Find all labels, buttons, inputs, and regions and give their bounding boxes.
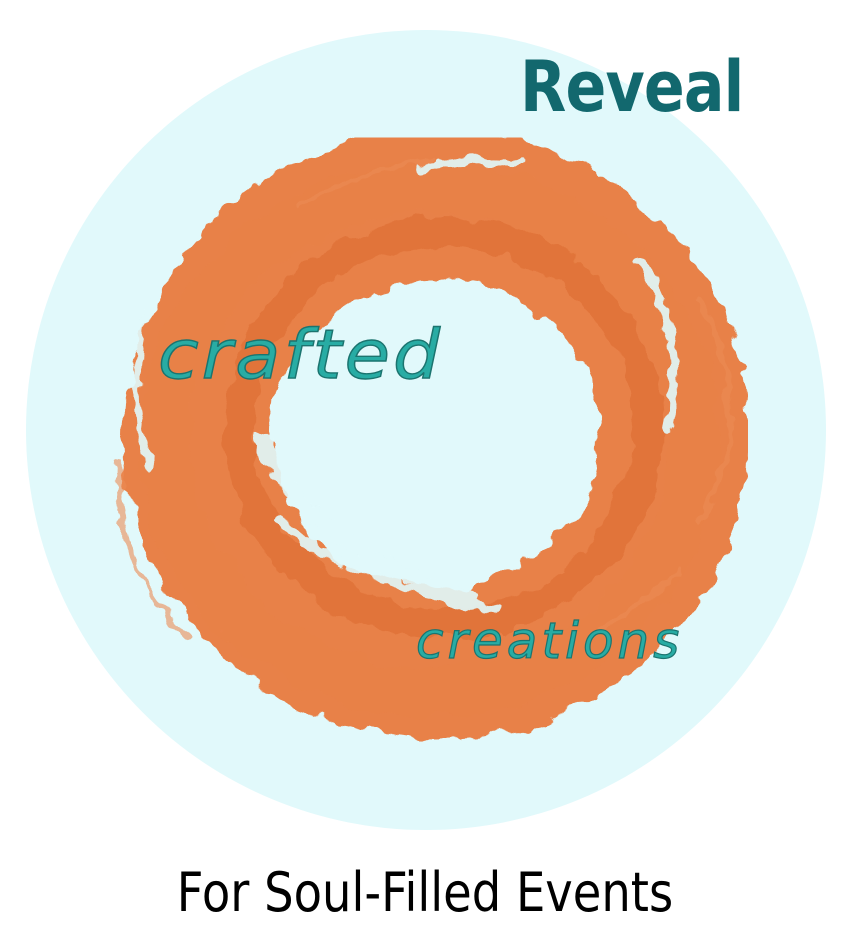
script-word-crafted: crafted [157, 315, 444, 395]
tagline: For Soul-Filled Events [176, 861, 674, 924]
brand-word-reveal: Reveal [520, 46, 744, 128]
script-word-creations: creations [415, 612, 684, 670]
